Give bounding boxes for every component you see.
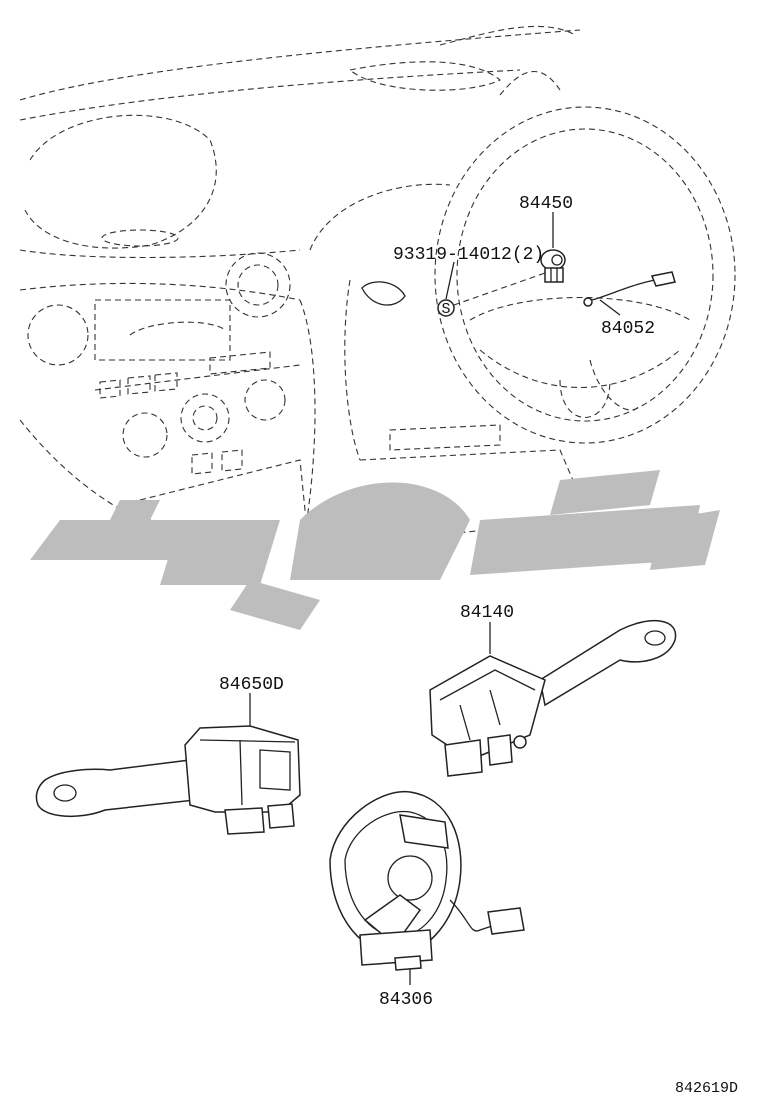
figure-code: 842619D — [675, 1080, 738, 1097]
spiral-cable-84306 — [329, 790, 525, 971]
label-84650d: 84650D — [219, 675, 284, 695]
leader-bolt — [445, 261, 455, 300]
steering-wheel — [361, 71, 736, 444]
label-84306: 84306 — [379, 990, 433, 1010]
bolt-symbol: S — [437, 299, 455, 318]
label-84052: 84052 — [601, 319, 655, 339]
turn-signal-switch-84140 — [429, 619, 677, 777]
svg-text:S: S — [441, 301, 450, 318]
leader-84052 — [599, 299, 621, 316]
watermark-logo — [30, 470, 720, 630]
dashboard-outline — [19, 25, 601, 561]
label-93319-14012: 93319-14012(2) — [393, 245, 544, 265]
label-84140: 84140 — [460, 603, 514, 623]
connector-part-84450 — [540, 249, 566, 283]
label-84450: 84450 — [519, 194, 573, 214]
wiper-switch-84650d — [35, 725, 301, 835]
horn-wire-84052 — [583, 271, 676, 307]
